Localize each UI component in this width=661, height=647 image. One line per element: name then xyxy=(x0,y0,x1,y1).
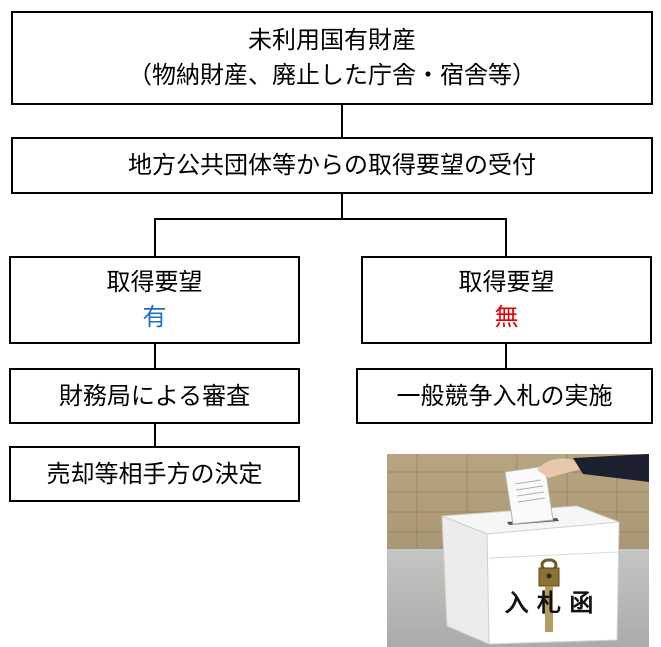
bid-box-photo: 入 札 函 xyxy=(387,454,649,647)
reception-box: 地方公共団体等からの取得要望の受付 xyxy=(11,137,653,194)
connector-right-bidding xyxy=(505,342,507,370)
finance-bureau-review-label: 財務局による審査 xyxy=(58,381,251,410)
competitive-bidding-box: 一般競争入札の実施 xyxy=(356,368,653,424)
acquisition-request-no-status: 無 xyxy=(494,303,519,331)
finance-bureau-review-box: 財務局による審査 xyxy=(9,368,300,424)
connector-left-review xyxy=(154,342,156,370)
acquisition-request-yes-status: 有 xyxy=(142,303,167,331)
buyer-decision-label: 売却等相手方の決定 xyxy=(46,459,263,488)
connector-top xyxy=(341,103,343,139)
acquisition-request-yes-box: 取得要望 有 xyxy=(9,256,300,344)
reception-label: 地方公共団体等からの取得要望の受付 xyxy=(128,151,536,180)
acquisition-request-yes-title: 取得要望 xyxy=(106,268,203,297)
competitive-bidding-label: 一般競争入札の実施 xyxy=(396,381,613,410)
connector-left-down xyxy=(154,218,156,258)
buyer-decision-box: 売却等相手方の決定 xyxy=(9,446,300,502)
acquisition-request-no-box: 取得要望 無 xyxy=(361,256,652,344)
unused-property-subtitle: （物納財産、廃止した庁舎・宿舎等） xyxy=(128,61,536,89)
unused-property-title: 未利用国有財産 xyxy=(248,26,416,55)
connector-review-decision xyxy=(154,422,156,448)
bid-box-illustration: 入 札 函 xyxy=(387,454,649,647)
bid-box-label: 入 札 函 xyxy=(505,589,594,617)
connector-right-down xyxy=(505,218,507,258)
acquisition-request-no-title: 取得要望 xyxy=(458,268,555,297)
connector-reception-down xyxy=(341,192,343,220)
connector-branch-horizontal xyxy=(154,218,507,220)
unused-property-box: 未利用国有財産 （物納財産、廃止した庁舎・宿舎等） xyxy=(11,11,653,105)
